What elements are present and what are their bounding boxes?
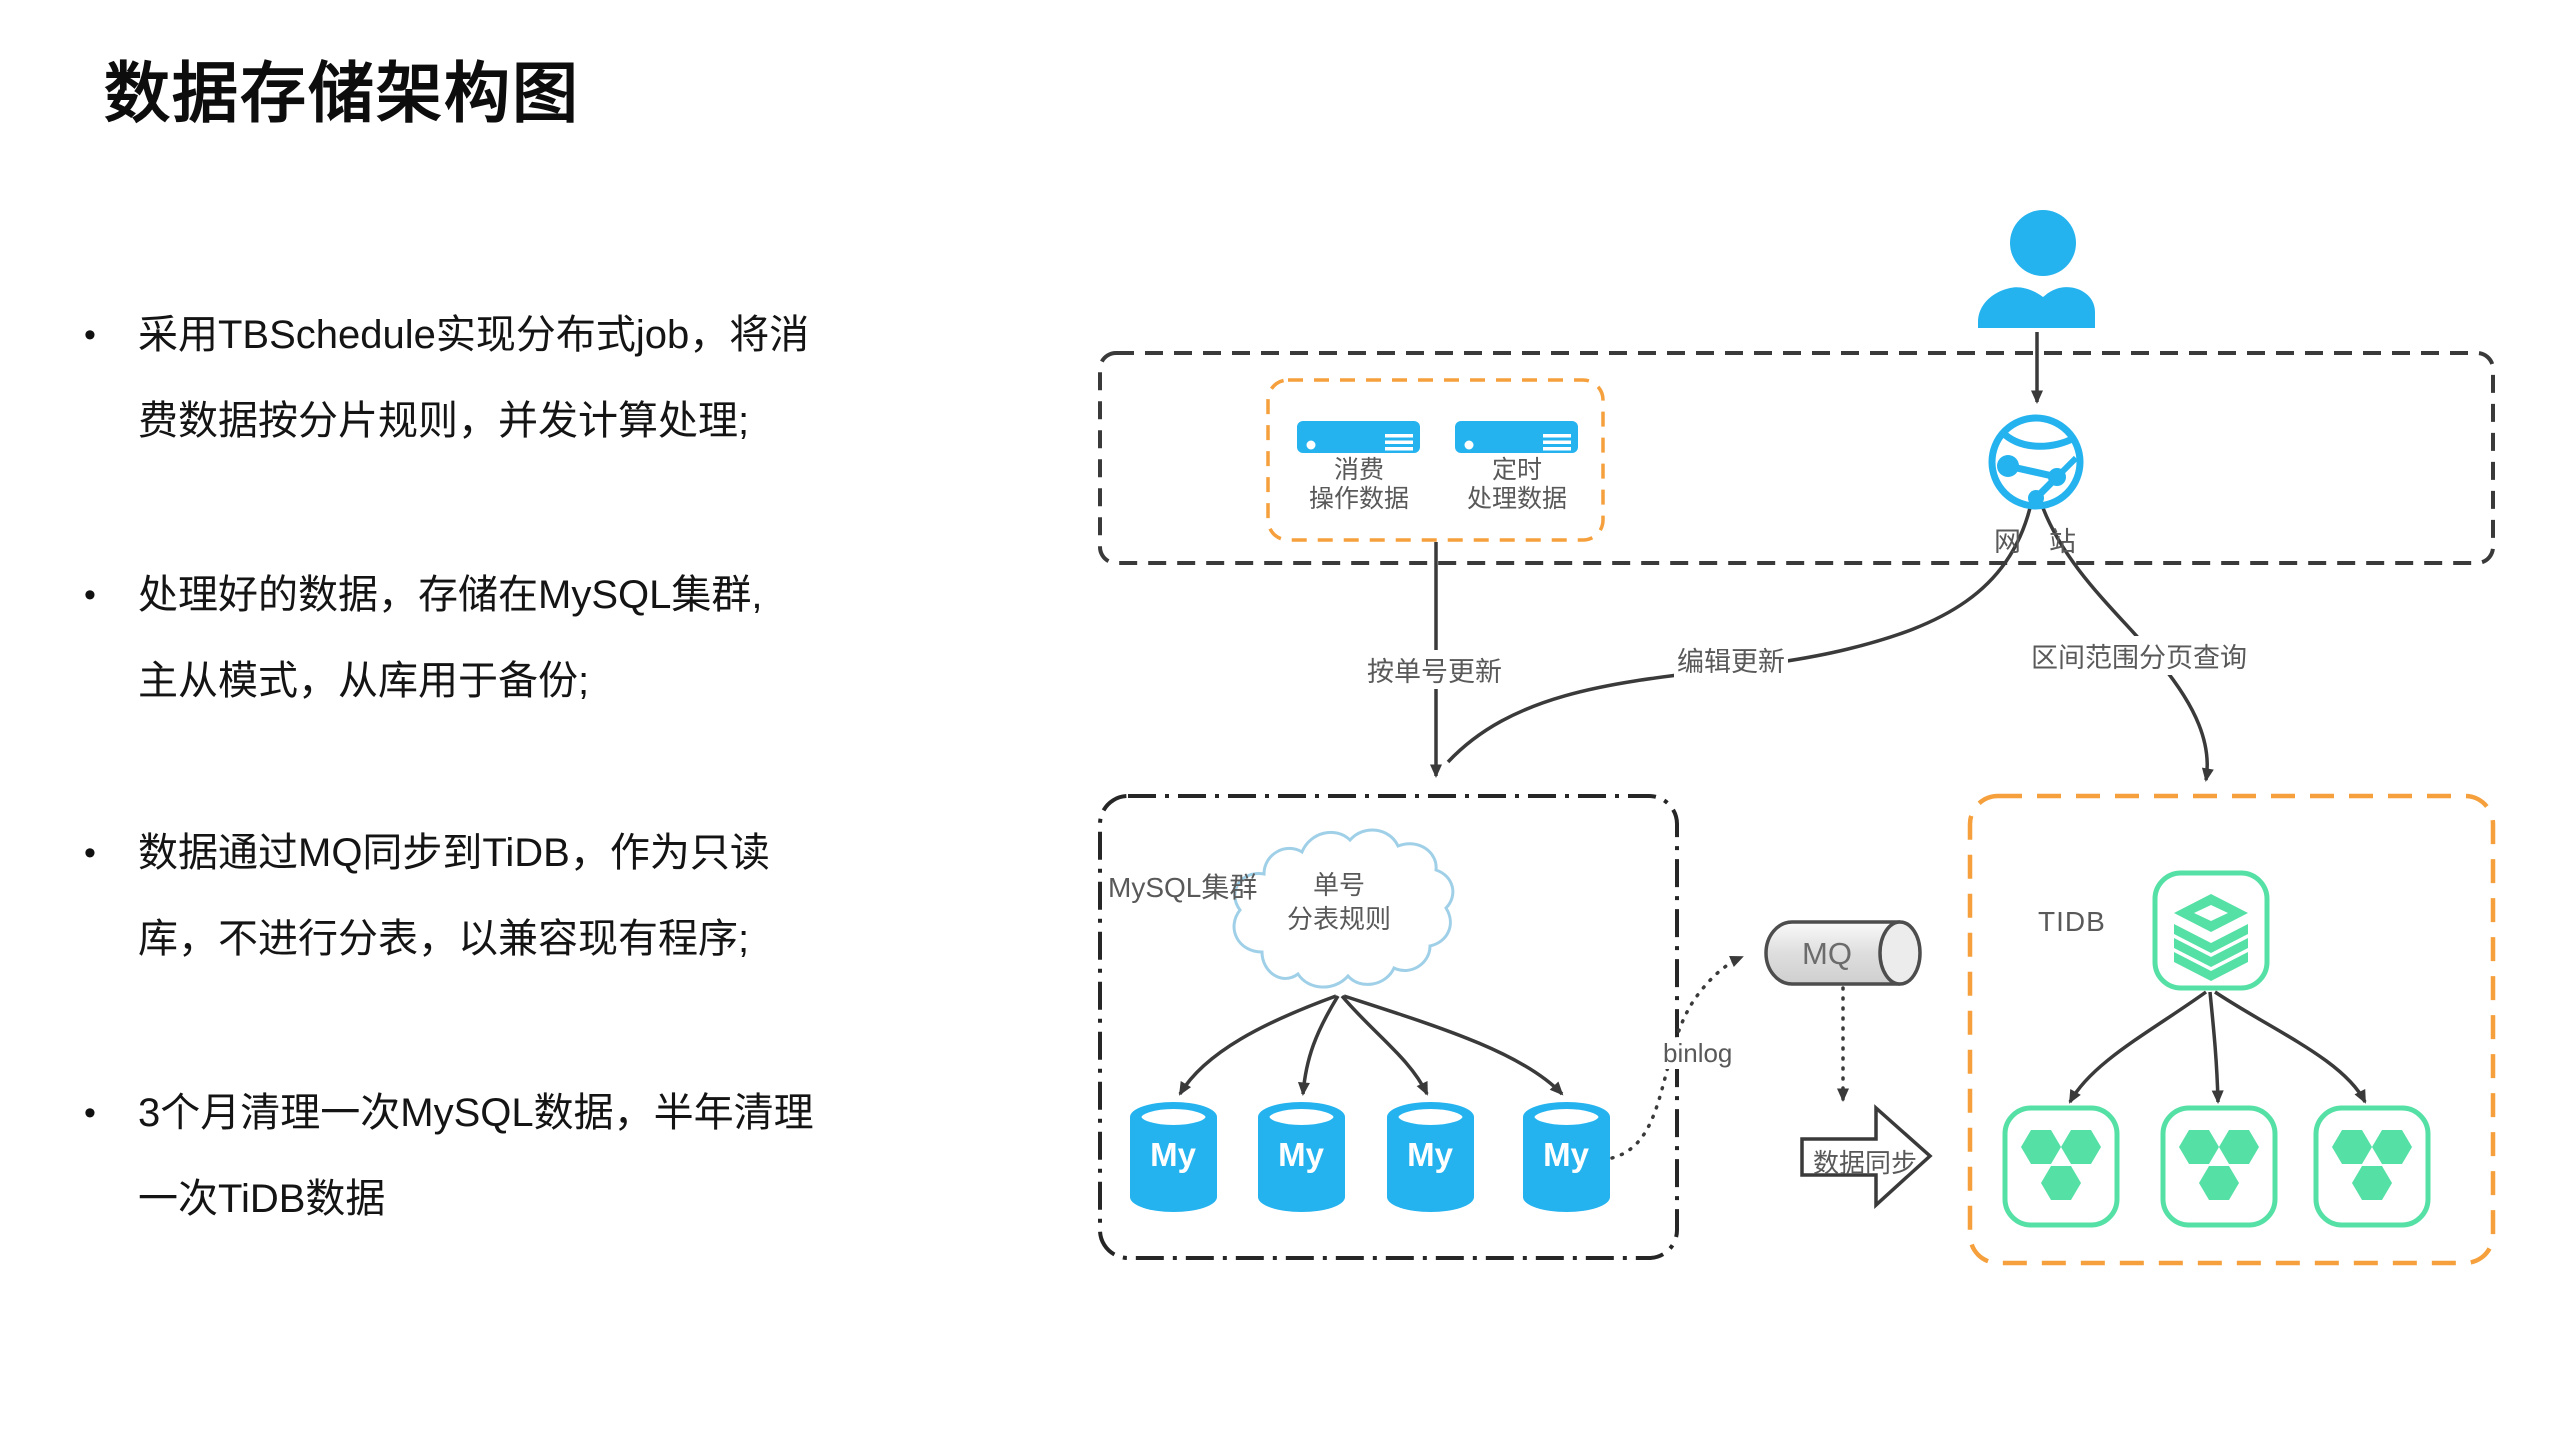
bullet-marker: • [84, 1094, 96, 1132]
bullet-3-line-2: 库，不进行分表，以兼容现有程序; [138, 917, 750, 961]
bullet-item-3: • 数据通过MQ同步到TiDB，作为只读 库，不进行分表，以兼容现有程序; [84, 810, 770, 982]
tidb-box [1967, 793, 2496, 1266]
page-title: 数据存储架构图 [104, 56, 580, 130]
edge-website-to-mysql [1446, 507, 2032, 764]
mysql-db-label-1: My [1150, 1136, 1196, 1173]
web-tier-box [1098, 351, 2495, 565]
bullet-1-line-1: 采用TBSchedule实现分布式job，将消 [138, 313, 810, 357]
bullet-item-1: • 采用TBSchedule实现分布式job，将消 费数据按分片规则，并发计算处… [84, 292, 809, 464]
edge-label-edit-update: 编辑更新 [1674, 640, 1788, 679]
mysql-db-icon-3 [1387, 1102, 1474, 1212]
mysql-db-icon-4 [1523, 1102, 1610, 1212]
tidb-logo-icon [2152, 870, 2270, 991]
data-sync-label: 数据同步 [1812, 1148, 1917, 1178]
mysql-db-label-3: My [1407, 1136, 1453, 1173]
mysql-db-label-4: My [1543, 1136, 1589, 1173]
edge-label-update-by-order-no: 按单号更新 [1364, 650, 1505, 689]
mysql-db-icon-2 [1258, 1102, 1345, 1212]
edge-cloud-to-db2 [1297, 995, 1340, 1096]
timer-server-icon [1455, 421, 1578, 453]
bullet-2-line-2: 主从模式，从库用于备份; [138, 659, 590, 703]
timer-server-label: 定时 处理数据 [1466, 456, 1567, 513]
edge-tidb-to-node2 [2208, 991, 2224, 1104]
bullet-1-line-2: 费数据按分片规则，并发计算处理; [138, 399, 750, 443]
bullet-item-4: • 3个月清理一次MySQL数据，半年清理 一次TiDB数据 [84, 1070, 814, 1242]
mysql-db-icon-1 [1130, 1102, 1217, 1212]
sharding-rule-cloud [1232, 828, 1455, 989]
mysql-cluster-box [1098, 794, 1679, 1260]
website-label-right: 站 [2049, 527, 2076, 557]
data-sync-arrow [1800, 1104, 1933, 1209]
user-icon [1978, 210, 2095, 328]
edge-cloud-to-db4 [1343, 994, 1564, 1096]
consumer-server-label: 消费 操作数据 [1308, 456, 1409, 513]
mysql-db-label-2: My [1278, 1136, 1324, 1173]
website-icon [1988, 414, 2084, 510]
edge-binlog-to-mq [1610, 955, 1744, 1160]
edge-cloud-to-db3 [1340, 994, 1429, 1096]
mysql-db-icons [1130, 1102, 1610, 1212]
job-group-box [1266, 378, 1605, 542]
edge-label-binlog: binlog [1660, 1038, 1736, 1069]
edge-cloud-to-db1 [1178, 994, 1337, 1096]
sharding-rule-label: 单号 分表规则 [1286, 870, 1391, 934]
bullet-4-line-2: 一次TiDB数据 [138, 1177, 386, 1221]
website-label-left: 网 [1994, 527, 2021, 557]
bullet-marker: • [84, 576, 96, 614]
mq-label: MQ [1802, 936, 1852, 971]
tidb-box-label: TIDB [2038, 906, 2106, 937]
bullet-marker: • [84, 834, 96, 872]
mysql-cluster-label: MySQL集群 [1108, 872, 1258, 903]
bullet-marker: • [84, 316, 96, 354]
edge-tidb-to-node3 [2214, 990, 2367, 1104]
bullet-2-line-1: 处理好的数据，存储在MySQL集群, [138, 573, 763, 617]
tidb-node-icon-1 [2002, 1105, 2120, 1228]
edge-tidb-to-node1 [2068, 990, 2208, 1104]
bullet-item-2: • 处理好的数据，存储在MySQL集群, 主从模式，从库用于备份; [84, 552, 762, 724]
tidb-node-icon-3 [2313, 1105, 2431, 1228]
consumer-server-icon [1297, 421, 1420, 453]
mq-icon [1764, 920, 1922, 986]
edge-label-range-page-query: 区间范围分页查询 [2028, 636, 2250, 675]
bullet-4-line-1: 3个月清理一次MySQL数据，半年清理 [138, 1091, 814, 1135]
tidb-node-icon-2 [2160, 1105, 2278, 1228]
bullet-3-line-1: 数据通过MQ同步到TiDB，作为只读 [138, 831, 770, 875]
